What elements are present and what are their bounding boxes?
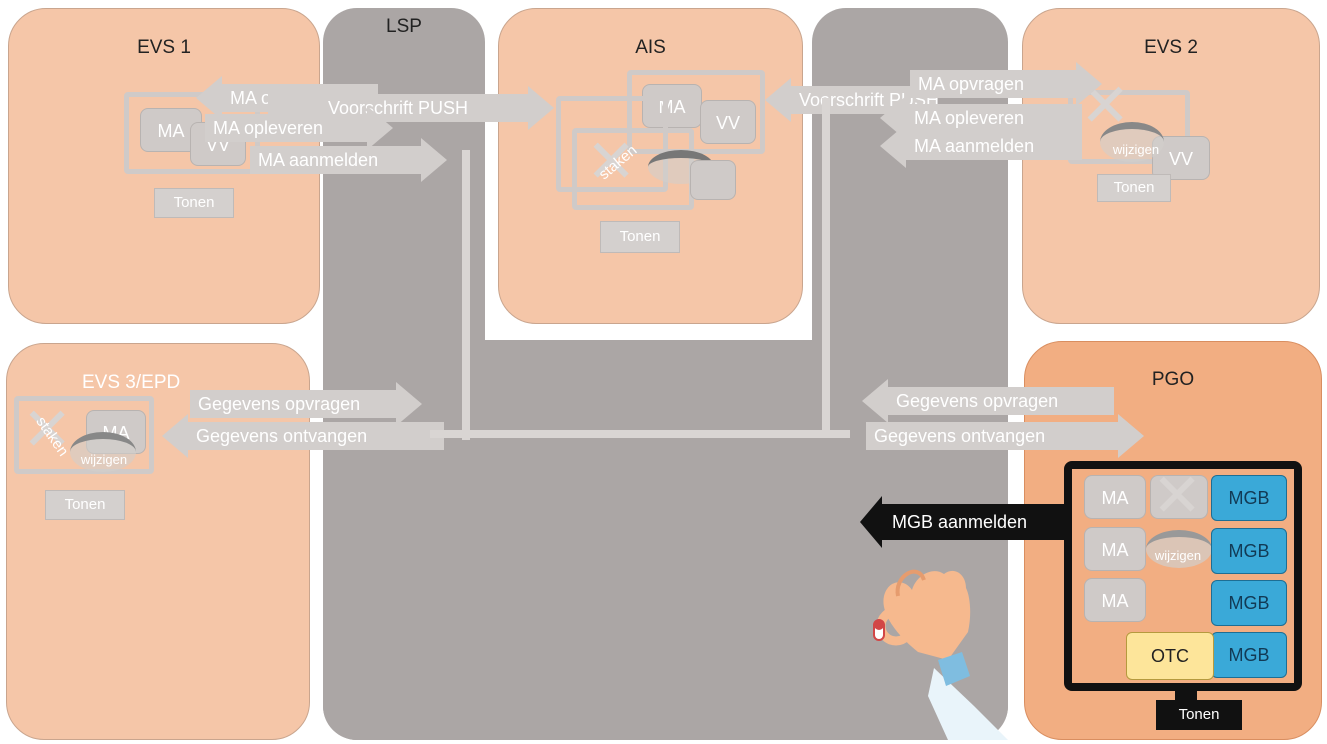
ais-v-box [690, 160, 736, 200]
pgo-ma-box-4 [1150, 475, 1208, 519]
ais-title: AIS [635, 37, 666, 58]
pgo-ontvangen-arrow: Gegevens ontvangen [866, 414, 1144, 458]
evs1-aanmelden-label: MA aanmelden [250, 146, 421, 174]
pgo-monitor [1064, 461, 1302, 691]
ais-vv-box: VV [700, 100, 756, 144]
pgo-tonen: Tonen [1156, 700, 1242, 730]
pgo-ma-box-1: MA [1084, 475, 1146, 519]
ais-tonen: Tonen [600, 221, 680, 253]
pgo-opvragen-arrow: Gegevens opvragen [862, 379, 1114, 423]
pgo-mgb-box-1: MGB [1211, 475, 1287, 521]
evs3-ontvangen-arrow: Gegevens ontvangen [162, 414, 444, 458]
pgo-wijzigen-icon [1146, 530, 1212, 568]
pgo-ma-box-3: MA [1084, 578, 1146, 622]
evs2-opvragen-arrow: MA opvragen [910, 62, 1102, 106]
pgo-mgb-box-4: MGB [1211, 632, 1287, 678]
evs3-wijzigen-icon [70, 432, 136, 472]
evs2-wijzigen-label: wijzigen [1112, 142, 1160, 157]
evs3-ontvangen-label: Gegevens ontvangen [188, 422, 444, 450]
evs2-opleveren-arrow: MA opleveren [880, 96, 1082, 140]
evs3-wijzigen-label: wijzigen [80, 452, 128, 467]
mgb-aanmelden-label: MGB aanmelden [882, 504, 1070, 540]
evs2-title: EVS 2 [1144, 37, 1198, 58]
horizontal-link-line [430, 430, 850, 438]
pgo-ontvangen-label: Gegevens ontvangen [866, 422, 1118, 450]
evs1-title: EVS 1 [137, 37, 191, 58]
evs1-opleveren-label: MA opleveren [205, 114, 367, 142]
evs2-aanmelden-arrow: MA aanmelden [880, 124, 1082, 168]
pgo-mgb-box-2: MGB [1211, 528, 1287, 574]
ais-staken-x-icon: ✕ [586, 128, 637, 195]
evs3-opvragen-arrow: Gegevens opvragen [190, 382, 422, 426]
evs1-tonen: Tonen [154, 188, 234, 218]
mgb-aanmelden-arrow: MGB aanmelden [860, 496, 1070, 548]
pgo-staken-x-icon: ✕ [1152, 462, 1203, 529]
hand-with-pill-icon [873, 569, 1008, 740]
evs2-tonen: Tonen [1097, 174, 1171, 202]
evs3-staken-x-icon: ✕ [22, 396, 73, 463]
lsp-title: LSP [386, 16, 422, 37]
evs2-opleveren-label: MA opleveren [906, 104, 1082, 132]
lsp-vertical-line [462, 150, 470, 440]
evs2-wijzigen-icon [1100, 122, 1164, 162]
evs1-opleveren-arrow: MA opleveren [205, 106, 393, 150]
right-vertical-line [822, 98, 830, 438]
evs3-monitor [14, 396, 154, 474]
pgo-monitor-stand [1175, 690, 1197, 700]
evs1-aanmelden-arrow: MA aanmelden [250, 138, 447, 182]
pgo-ma-box-2: MA [1084, 527, 1146, 571]
ais-monitor-front [556, 96, 668, 192]
evs3-opvragen-label: Gegevens opvragen [190, 390, 396, 418]
pgo-mgb-box-3: MGB [1211, 580, 1287, 626]
evs2-opvragen-label: MA opvragen [910, 70, 1076, 98]
evs2-aanmelden-label: MA aanmelden [906, 132, 1082, 160]
ais-ma-box: MA [642, 84, 702, 128]
evs3-tonen: Tonen [45, 490, 125, 520]
pgo-title: PGO [1151, 369, 1195, 390]
pgo-opvragen-label: Gegevens opvragen [888, 387, 1114, 415]
pgo-otc-box: OTC [1126, 632, 1214, 680]
evs3-title: EVS 3/EPD [82, 372, 181, 393]
pgo-wijzigen-label: wijzigen [1154, 548, 1202, 563]
